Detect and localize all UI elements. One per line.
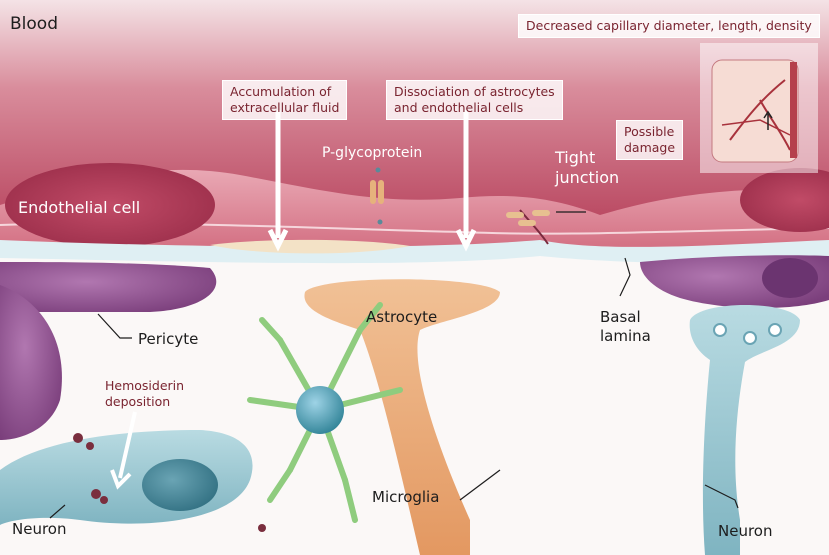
callout-accumulation: Accumulation of extracellular fluid — [222, 80, 348, 120]
label-neuron-right: Neuron — [718, 522, 773, 540]
label-p-glycoprotein: P-glycoprotein — [322, 145, 423, 161]
label-neuron-left: Neuron — [12, 520, 67, 538]
callout-dissociation-line1: Dissociation of astrocytes — [394, 84, 555, 99]
hemosiderin-arrow — [110, 411, 137, 490]
callout-dissociation: Dissociation of astrocytes and endotheli… — [386, 80, 563, 120]
pericyte-left-lower — [0, 285, 62, 440]
basal-lamina — [0, 240, 829, 264]
label-microglia: Microglia — [372, 488, 440, 506]
label-pericyte: Pericyte — [138, 330, 199, 348]
endothelial-nucleus-right — [740, 168, 829, 232]
endothelial-nucleus — [5, 163, 215, 247]
callout-accumulation-line1: Accumulation of — [230, 84, 332, 99]
label-tight-junction: Tight junction — [555, 148, 620, 187]
label-blood: Blood — [10, 14, 58, 34]
fluid-pocket — [210, 239, 410, 254]
fluid-arrow — [267, 110, 289, 252]
callout-capillary: Decreased capillary diameter, length, de… — [518, 14, 820, 38]
callout-dissociation-line2: and endothelial cells — [394, 100, 524, 115]
dissociation-arrow — [455, 110, 477, 252]
label-basal-lamina: Basal lamina — [600, 308, 651, 345]
capillary-inset — [700, 43, 818, 173]
callout-damage: Possible damage — [616, 120, 684, 160]
callout-damage-line1: Possible — [624, 124, 675, 139]
label-astrocyte: Astrocyte — [366, 308, 438, 326]
label-endothelial-cell: Endothelial cell — [18, 198, 141, 217]
neuron-right-shape — [689, 305, 800, 555]
callout-hemosiderin: Hemosiderin deposition — [105, 378, 184, 410]
callout-hemosiderin-line2: deposition — [105, 394, 171, 409]
callout-accumulation-line2: extracellular fluid — [230, 100, 340, 115]
callout-hemosiderin-line1: Hemosiderin — [105, 378, 185, 393]
callout-damage-line2: damage — [624, 140, 676, 155]
astrocyte-shape — [304, 279, 500, 555]
pericyte-left — [0, 262, 217, 312]
